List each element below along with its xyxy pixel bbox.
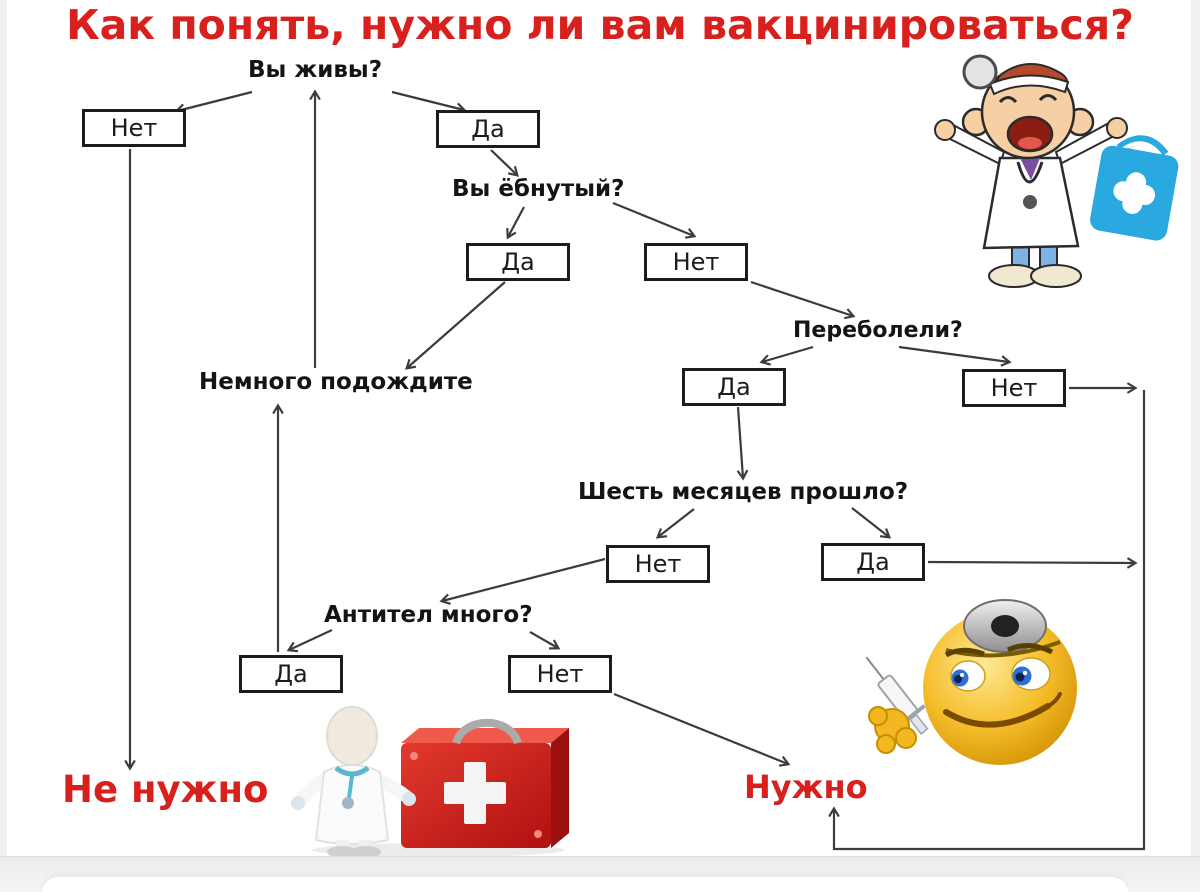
answer-box-antibodies-yes: Да (239, 655, 343, 693)
right-page-edge (1191, 0, 1200, 856)
answer-box-crazy-yes: Да (466, 243, 570, 281)
edge-yes-to-crazy (490, 149, 519, 177)
answer-box-antibodies-no: Нет (508, 655, 612, 693)
answer-box-alive-yes: Да (436, 110, 540, 148)
bottom-ui-band (0, 856, 1200, 892)
node-wait: Немного подождите (199, 369, 473, 395)
edge-alive-to-no (174, 90, 253, 115)
answer-box-recovered-yes: Да (682, 368, 786, 406)
edge-sixyes-to-collector (927, 557, 1138, 569)
node-recovered: Переболели? (793, 318, 963, 343)
doctor-smiley-icon (865, 599, 1077, 765)
doctor-cartoon-icon (934, 54, 1179, 288)
edge-collector-to-needed (828, 390, 1146, 851)
edge-crazyyes-to-wait (405, 281, 506, 370)
edge-crazyno-to-recov (750, 280, 856, 320)
node-crazy: Вы ёбнутый? (452, 176, 625, 202)
edge-crazy-to-no (612, 201, 697, 239)
edge-antibodies-to-yes (286, 629, 333, 653)
edge-recov-to-no (898, 345, 1012, 367)
answer-box-crazy-no: Нет (644, 243, 748, 281)
node-six-months: Шесть месяцев прошло? (578, 479, 909, 505)
edge-recovyes-to-six (736, 406, 749, 481)
edge-sixno-to-antibodies (439, 557, 606, 605)
answer-box-six-months-no: Нет (606, 545, 710, 583)
left-page-edge (0, 0, 7, 856)
edge-six-to-no (655, 508, 695, 539)
doctor-figurine-icon (291, 706, 569, 858)
answer-box-recovered-no: Нет (962, 369, 1066, 407)
edge-crazy-to-yes (506, 206, 525, 240)
edge-antibodies-to-no (529, 631, 561, 650)
edge-recov-to-yes (759, 345, 814, 366)
outcome-not-needed: Не нужно (62, 768, 269, 811)
bottom-card (42, 877, 1128, 892)
edge-alive-to-yes (391, 90, 467, 114)
edge-antno-to-needed (613, 692, 791, 767)
answer-box-alive-no: Нет (82, 109, 186, 147)
node-alive: Вы живы? (248, 57, 383, 83)
answer-box-six-months-yes: Да (821, 543, 925, 581)
node-antibodies: Антител много? (324, 602, 533, 628)
edge-six-to-yes (851, 507, 892, 539)
outcome-needed: Нужно (744, 768, 868, 806)
page-title: Как понять, нужно ли вам вакцинироваться… (66, 1, 1134, 49)
